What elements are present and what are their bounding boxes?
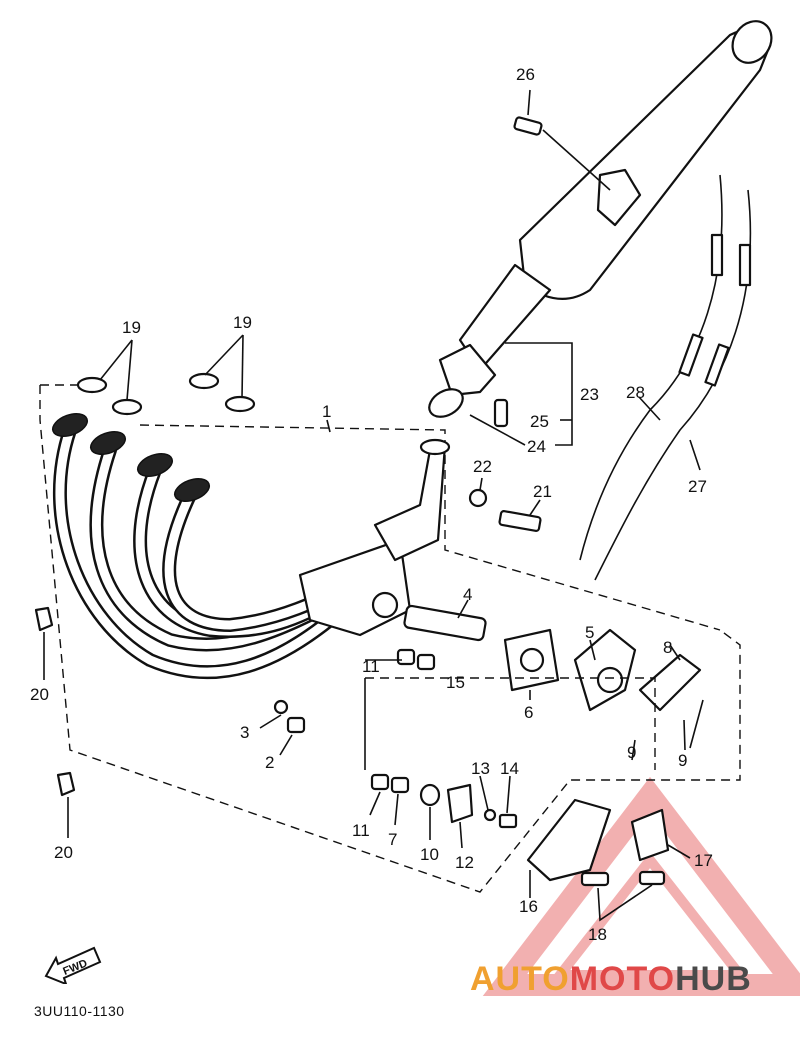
callout-11b: 11 (352, 821, 370, 840)
drawing-code: 3UU110-1130 (34, 1003, 125, 1019)
callout-11a: 11 (362, 657, 380, 676)
callout-23: 23 (580, 385, 599, 404)
leader-lines (43, 89, 704, 922)
callout-9a: 9 (627, 743, 636, 762)
callout-2: 2 (265, 753, 274, 772)
callout-13: 13 (471, 759, 490, 778)
hardware (273, 116, 702, 887)
callout-18: 18 (588, 925, 607, 944)
brand-auto: AUTO (470, 960, 570, 998)
callout-7: 7 (388, 830, 397, 849)
callout-25: 25 (530, 412, 549, 431)
callout-8: 8 (663, 638, 672, 657)
callout-14: 14 (500, 759, 519, 778)
callout-24: 24 (527, 437, 546, 456)
callout-9b: 9 (678, 751, 687, 770)
callout-26: 26 (516, 65, 535, 84)
muffler (428, 20, 773, 418)
callout-27: 27 (688, 477, 707, 496)
callout-19b: 19 (233, 313, 252, 332)
callout-5: 5 (585, 623, 594, 642)
callout-3: 3 (240, 723, 249, 742)
callout-4: 4 (463, 585, 472, 604)
callout-10: 10 (420, 845, 439, 864)
callout-20b: 20 (54, 843, 73, 862)
callout-22: 22 (473, 457, 492, 476)
brand-moto: MOTO (569, 960, 676, 998)
callout-1: 1 (322, 402, 331, 421)
callout-labels: 1 2 3 4 5 6 7 8 9 9 10 11 11 12 13 14 15… (30, 65, 713, 944)
callout-21: 21 (533, 482, 552, 501)
callout-16: 16 (519, 897, 538, 916)
callout-15: 15 (446, 673, 465, 692)
callout-19a: 19 (122, 318, 141, 337)
nuts (34, 606, 76, 797)
brand-hub: HUB (675, 960, 752, 998)
fwd-arrow-icon: FWD (44, 946, 102, 984)
callout-17: 17 (694, 851, 713, 870)
callout-12: 12 (455, 853, 474, 872)
gaskets (76, 372, 256, 416)
exhaust-header-pipes (51, 413, 451, 680)
cables (579, 174, 752, 581)
callout-20a: 20 (30, 685, 49, 704)
callout-6: 6 (524, 703, 533, 722)
watermark-brand: AUTOMOTOHUB (470, 960, 752, 999)
callout-28: 28 (626, 383, 645, 402)
